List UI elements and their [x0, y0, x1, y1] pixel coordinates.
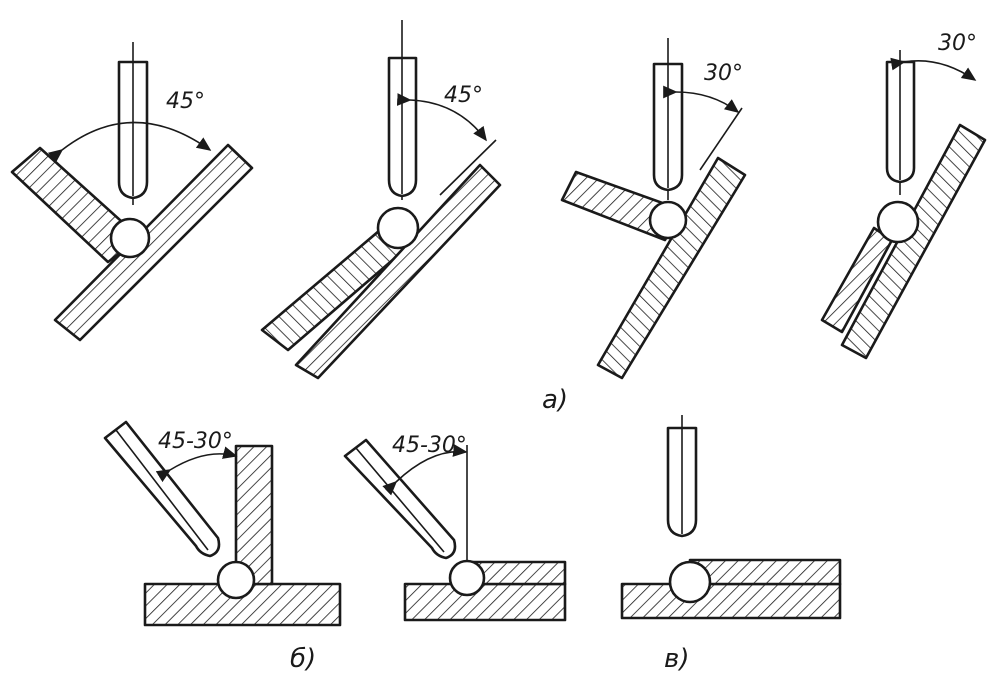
- plate-upper: [840, 123, 987, 360]
- fig-a4-inclined: 30°: [820, 31, 987, 360]
- weld-bead: [109, 217, 151, 259]
- sublabel-b: б): [290, 644, 316, 674]
- fig-b2-lap-joint: 45-30°: [343, 433, 567, 622]
- fig-a2-lap-inclined: 45°: [260, 20, 502, 380]
- weld-bead: [668, 560, 712, 604]
- angle-arc: [890, 57, 977, 81]
- angle-arc: [155, 446, 238, 483]
- angle-arc: [47, 121, 212, 163]
- weld-bead: [376, 206, 420, 250]
- base-plate: [403, 582, 567, 622]
- plate-angle-reference: [699, 107, 743, 171]
- vertical-plate: [234, 444, 274, 586]
- angle-label: 45°: [444, 83, 483, 108]
- plate-upper: [294, 163, 502, 380]
- angle-arc: [663, 85, 740, 113]
- angle-label: 45°: [166, 89, 205, 114]
- base-plate: [620, 582, 842, 620]
- fig-a3-y-joint: 30°: [560, 38, 747, 380]
- angle-label: 45-30°: [158, 429, 233, 454]
- plate-right: [53, 143, 254, 342]
- sublabel-a: а): [542, 385, 568, 415]
- angle-arc: [382, 444, 468, 496]
- angle-label: 45-30°: [392, 433, 467, 458]
- plate-angle-reference: [439, 139, 497, 196]
- sublabel-v: в): [664, 644, 689, 674]
- weld-bead: [876, 200, 920, 244]
- fig-v-lap-joint: [620, 415, 842, 620]
- electrode-axis-inner: [355, 447, 445, 553]
- top-plate: [688, 558, 842, 586]
- weld-bead: [448, 559, 486, 597]
- weld-bead: [216, 560, 256, 600]
- angle-label: 30°: [704, 61, 743, 86]
- angle-label: 30°: [938, 31, 977, 56]
- angle-arc: [396, 93, 487, 142]
- electrode-axis-inner: [115, 429, 209, 551]
- fig-b1-t-joint: 45-30°: [103, 420, 342, 627]
- base-plate: [143, 582, 342, 627]
- weld-bead: [648, 200, 688, 240]
- fig-a1-v-joint: 45°: [10, 42, 254, 342]
